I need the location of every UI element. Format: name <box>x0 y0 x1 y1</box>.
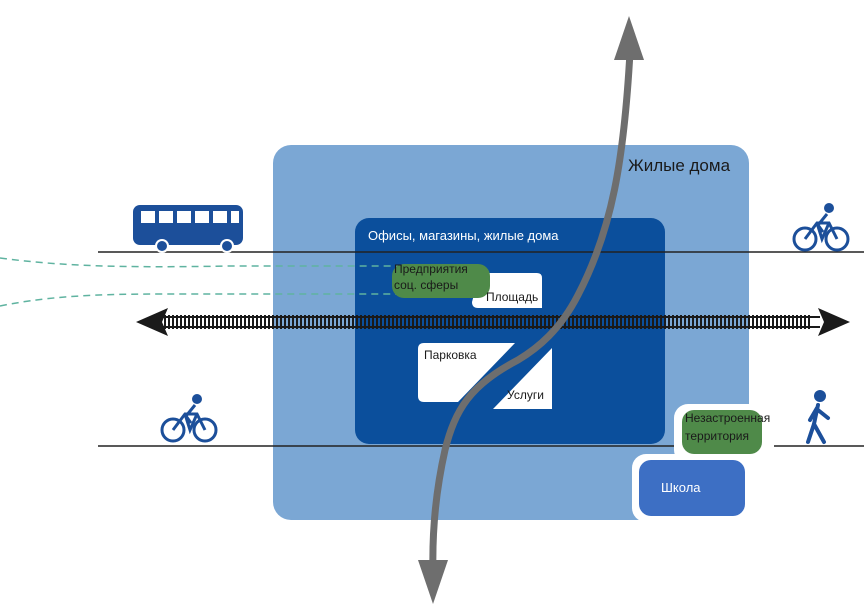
services-block <box>493 348 552 409</box>
dashed-route-lower <box>0 293 400 307</box>
social-enterprises-label-1: Предприятия <box>394 262 468 276</box>
open-space-label-2: территория <box>685 429 749 443</box>
parking-label: Парковка <box>424 348 477 362</box>
main-road <box>429 51 634 573</box>
parking-block <box>418 343 515 402</box>
railway-arrow-left <box>136 308 168 336</box>
railway-arrow-right <box>818 308 850 336</box>
railway-ties <box>160 315 810 329</box>
pedestrian-icon <box>806 390 830 444</box>
social-enterprises-block <box>392 264 490 298</box>
school-block <box>639 460 745 516</box>
services-label: Услуги <box>507 388 544 402</box>
bus-icon <box>133 205 243 253</box>
square-label: Площадь <box>486 290 539 304</box>
open-space-label-1: Незастроенная <box>685 411 771 425</box>
road-arrow-down <box>418 560 448 604</box>
residential-zone-label: Жилые дома <box>628 156 731 175</box>
school-label: Школа <box>661 480 701 495</box>
cyclist-icon <box>792 203 850 252</box>
open-space-block <box>682 410 762 454</box>
dashed-route-upper <box>0 257 400 268</box>
road-arrow-up <box>614 16 644 60</box>
core-zone-label: Офисы, магазины, жилые дома <box>368 228 559 243</box>
social-enterprises-label-2: соц. сферы <box>394 278 459 292</box>
cyclist-icon <box>160 394 218 443</box>
